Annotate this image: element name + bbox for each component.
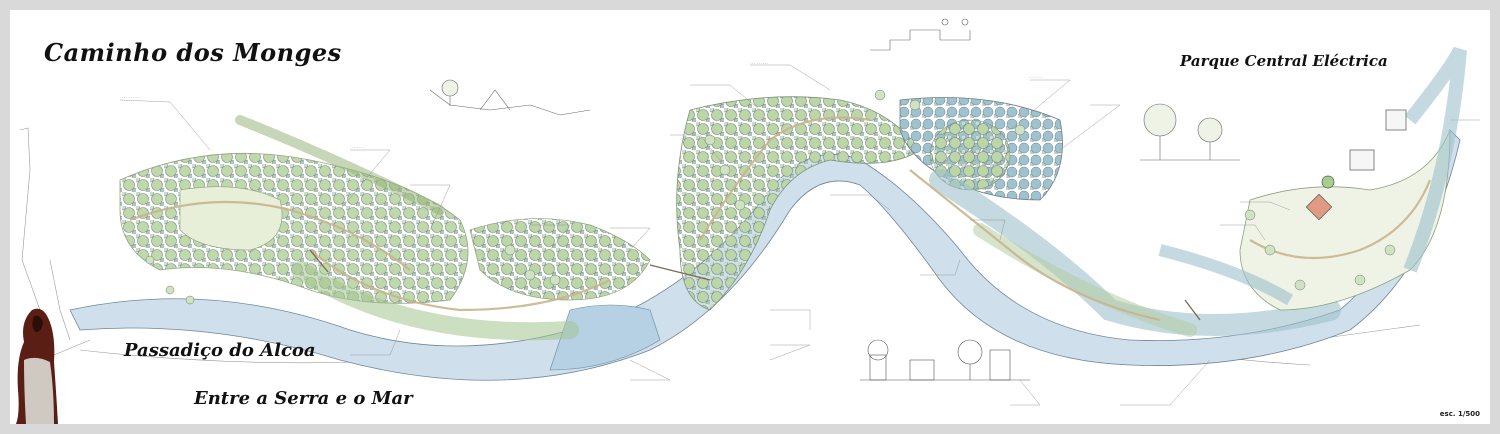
left-meadow bbox=[179, 186, 283, 251]
annotation-mark: · · · · · · · · · bbox=[122, 96, 141, 100]
section-sketch-top bbox=[870, 18, 971, 51]
section-sketch-right bbox=[1140, 103, 1240, 161]
middle-left-vegetation bbox=[469, 218, 651, 301]
left-vegetation bbox=[119, 152, 469, 304]
right-park bbox=[1239, 129, 1451, 311]
annotation-mark: · · · · · · · · · bbox=[750, 62, 769, 66]
boardwalk-label: Passadiço do Alcoa bbox=[124, 340, 316, 361]
drawing-sheet: · · · · · · · · · · · · · · · · · · · · … bbox=[10, 10, 1490, 424]
section-sketch-left bbox=[429, 79, 591, 116]
monk-figure-icon bbox=[16, 308, 58, 424]
tree-canopy-icon bbox=[145, 89, 1396, 305]
annotation-mark: · · · · · · · bbox=[350, 146, 365, 150]
water-basin bbox=[549, 304, 661, 371]
landscape-plan bbox=[16, 18, 1480, 424]
scale-label: esc. 1/500 bbox=[1439, 410, 1480, 418]
annotation-leaders bbox=[119, 64, 1291, 406]
map-title: Caminho dos Monges bbox=[44, 38, 342, 67]
section-sketch-bottom bbox=[860, 339, 1030, 381]
annotation-mark: · · · · · · bbox=[1030, 76, 1042, 80]
walking-paths bbox=[129, 116, 1432, 322]
footbridges bbox=[309, 249, 1201, 321]
building-outline-icon bbox=[1305, 109, 1407, 221]
central-vegetation bbox=[676, 96, 921, 311]
park-label: Parque Central Eléctrica bbox=[1180, 52, 1388, 70]
tagline: Entre a Serra e o Mar bbox=[194, 388, 413, 409]
